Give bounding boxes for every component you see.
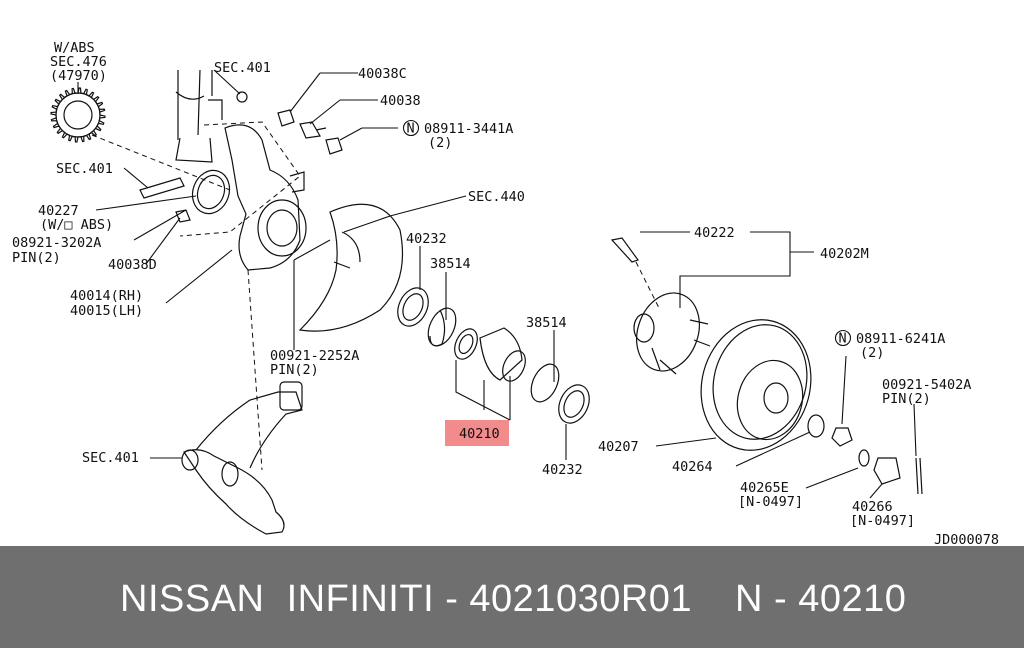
label-08921-3202a: 08921-3202A	[12, 235, 101, 251]
label-40038c: 40038C	[358, 66, 407, 82]
steering-knuckle	[224, 91, 307, 271]
label-47970: (47970)	[50, 68, 107, 84]
splash-shield	[298, 203, 404, 332]
cap-40265e	[858, 449, 870, 467]
label-pin2-c: PIN(2)	[882, 391, 931, 407]
wheel-stud	[610, 237, 639, 263]
reference-code: JD000078	[934, 532, 999, 546]
label-sec476: SEC.476	[50, 54, 107, 70]
label-40038: 40038	[380, 93, 421, 109]
cotter-pin	[915, 457, 923, 495]
circled-n-marker	[834, 329, 852, 347]
label-range-2: [N-0497]	[850, 513, 915, 529]
lower-control-arm	[181, 381, 303, 535]
label-40265e: 40265E	[740, 480, 789, 496]
gear-teeth	[50, 87, 106, 143]
label-38514-top: 38514	[430, 256, 471, 272]
label-qty-2b: (2)	[860, 345, 884, 361]
label-pin2-b: PIN(2)	[270, 362, 319, 378]
label-pin2-a: PIN(2)	[12, 250, 61, 266]
label-sec401-top: SEC.401	[214, 60, 271, 76]
label-00921-2252a: 00921-2252A	[270, 348, 359, 364]
label-40014: 40014(RH)	[70, 288, 143, 304]
label-sec401-bottom: SEC.401	[82, 450, 139, 466]
label-08911-6241a: 08911-6241A	[856, 331, 945, 347]
label-40266: 40266	[852, 499, 893, 515]
strut-assembly	[175, 69, 223, 163]
label-38514-right: 38514	[526, 315, 567, 331]
label-40210: 40210	[459, 426, 500, 442]
nut-08911	[831, 427, 853, 447]
washer-40264	[807, 414, 825, 438]
wheel-hub	[633, 292, 711, 375]
label-40232-bottom: 40232	[542, 462, 583, 478]
footer-bar: NISSAN INFINITI - 4021030R01 N - 40210	[0, 546, 1024, 648]
label-w-abs: W/ABS	[54, 40, 95, 56]
label-40202m: 40202M	[820, 246, 869, 262]
parts-diagram: N N W/ABS SEC.476 (47970) SEC.401 40038C…	[12, 40, 1000, 546]
label-sec440: SEC.440	[468, 189, 525, 205]
leader-lines	[77, 69, 917, 499]
label-40015: 40015(LH)	[70, 303, 143, 319]
lock-nut-40266	[873, 457, 901, 485]
label-w-o-abs: (W/□ ABS)	[40, 217, 113, 233]
abs-sensor-ring	[50, 87, 106, 143]
circled-n-text: N	[839, 331, 847, 347]
label-40227: 40227	[38, 203, 79, 219]
seal-40227	[191, 169, 231, 215]
label-00921-5402a: 00921-5402A	[882, 377, 971, 393]
footer-reference: N - 40210	[735, 578, 907, 620]
hub-bearing-parts	[397, 287, 590, 424]
label-sec401-left: SEC.401	[56, 161, 113, 177]
label-40264: 40264	[672, 459, 713, 475]
label-40207: 40207	[598, 439, 639, 455]
circled-n-marker	[402, 119, 420, 137]
label-40232-top: 40232	[406, 231, 447, 247]
highlight-40210	[445, 420, 509, 446]
circled-n-text: N	[407, 121, 415, 137]
label-08911-3441a: 08911-3441A	[424, 121, 513, 137]
label-40222: 40222	[694, 225, 735, 241]
hardware-nuts	[139, 109, 343, 223]
brake-disc	[700, 319, 812, 451]
label-qty-2a: (2)	[428, 135, 452, 151]
label-range-1: [N-0497]	[738, 494, 803, 510]
label-40038d: 40038D	[108, 257, 157, 273]
footer-part-number: NISSAN INFINITI - 4021030R01	[120, 578, 693, 620]
